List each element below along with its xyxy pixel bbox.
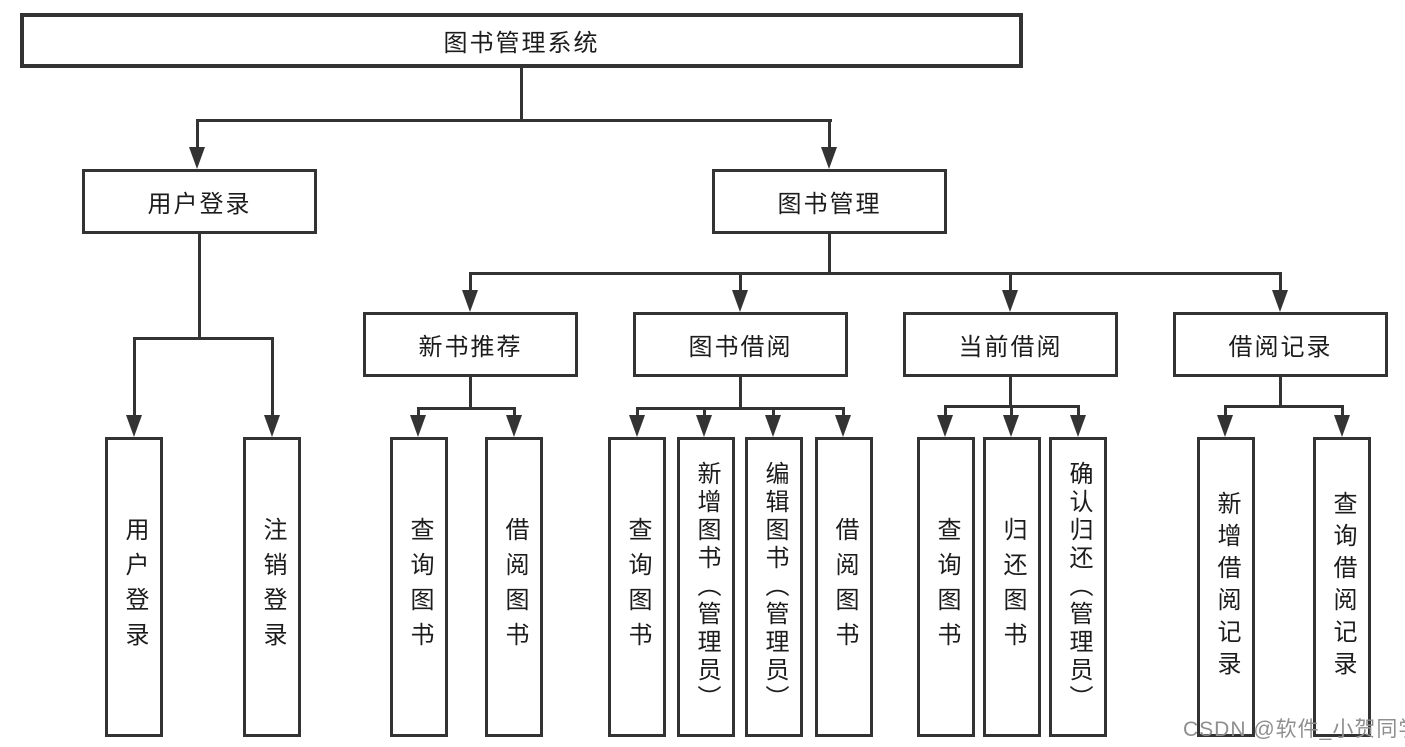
arrow-down-icon [410,415,426,437]
leaf-box-edit-books-admin: 编辑图书（管理员） [745,437,803,737]
leaf-label-query-borrow-record: 查询借阅记录 [1329,491,1356,683]
arrow-down-icon [1002,290,1018,312]
connector-line [739,272,742,294]
leaf-label-add-borrow-record: 新增借阅记录 [1213,491,1240,683]
arrow-down-icon [835,415,851,437]
connector-line [1224,405,1343,408]
arrow-down-icon [126,415,142,437]
connector-line [1279,377,1282,407]
connector-line [469,377,472,409]
leaf-label-borrow-books: 借阅图书 [831,517,858,657]
leaf-label-confirm-return-admin: 确认归还（管理员） [1065,461,1092,713]
leaf-label-borrow-books-recommend: 借阅图书 [501,517,528,657]
node-box-current-borrow: 当前借阅 [903,312,1118,377]
connector-line [944,405,947,419]
node-label-book-borrow: 图书借阅 [688,334,793,361]
leaf-box-borrow-books-recommend: 借阅图书 [485,437,543,737]
connector-line [772,407,775,419]
arrow-down-icon [506,415,522,437]
arrow-down-icon [937,415,953,437]
connector-line [469,272,472,294]
node-box-user-login: 用户登录 [82,169,317,234]
leaf-box-user-login: 用户登录 [105,437,163,737]
connector-line [1341,405,1344,419]
connector-line [520,66,523,121]
connector-line [828,234,831,275]
leaf-label-query-books-borrow: 查询图书 [624,517,651,657]
leaf-box-query-books-current: 查询图书 [917,437,975,737]
arrow-down-icon [189,147,205,169]
connector-line [196,119,199,150]
leaf-label-user-login: 用户登录 [121,517,148,657]
leaf-box-confirm-return-admin: 确认归还（管理员） [1049,437,1107,737]
connector-line [636,407,639,419]
connector-line [133,337,274,340]
node-label-user-login: 用户登录 [147,191,252,218]
node-box-borrow-records: 借阅记录 [1173,312,1388,377]
leaf-box-add-borrow-record: 新增借阅记录 [1197,437,1255,737]
arrow-down-icon [462,290,478,312]
connector-line [513,407,516,419]
node-label-root: 图书管理系统 [443,30,600,57]
leaf-box-borrow-books: 借阅图书 [815,437,873,737]
node-label-book-management: 图书管理 [777,191,882,218]
connector-line [842,407,845,419]
connector-line [703,407,706,419]
leaf-label-query-books-current: 查询图书 [933,517,960,657]
connector-line [271,337,274,419]
connector-line [196,119,832,122]
connector-line [417,407,516,410]
leaf-label-logout: 注销登录 [259,517,286,657]
leaf-box-add-books-admin: 新增图书（管理员） [677,437,735,737]
leaf-label-query-books-recommend: 查询图书 [406,517,433,657]
connector-line [1279,272,1282,294]
arrow-down-icon [1003,415,1019,437]
node-box-book-management: 图书管理 [712,169,947,234]
connector-line [417,407,420,419]
leaf-box-query-books-recommend: 查询图书 [390,437,448,737]
connector-line [469,272,1282,275]
leaf-box-query-borrow-record: 查询借阅记录 [1313,437,1371,737]
node-box-root: 图书管理系统 [20,13,1023,68]
arrow-down-icon [1070,415,1086,437]
leaf-box-return-books: 归还图书 [983,437,1041,737]
connector-line [1009,377,1012,407]
arrow-down-icon [1217,415,1233,437]
arrow-down-icon [765,415,781,437]
connector-line [1224,405,1227,419]
leaf-box-logout: 注销登录 [243,437,301,737]
connector-line [1009,272,1012,294]
node-box-book-borrow: 图书借阅 [633,312,848,377]
arrow-down-icon [1334,415,1350,437]
node-label-current-borrow: 当前借阅 [958,334,1063,361]
connector-line [1077,405,1080,419]
connector-line [828,119,831,150]
connector-line [1010,405,1013,419]
connector-line [636,407,845,410]
leaf-label-edit-books-admin: 编辑图书（管理员） [761,461,788,713]
connector-line [133,337,136,419]
arrow-down-icon [629,415,645,437]
leaf-label-add-books-admin: 新增图书（管理员） [693,461,720,713]
arrow-down-icon [821,147,837,169]
arrow-down-icon [264,415,280,437]
node-box-new-book-recommend: 新书推荐 [363,312,578,377]
node-label-borrow-records: 借阅记录 [1228,334,1333,361]
leaf-box-query-books-borrow: 查询图书 [608,437,666,737]
connector-line [739,377,742,409]
arrow-down-icon [696,415,712,437]
csdn-watermark: CSDN @软件_小贺同学 [1183,718,1405,741]
arrow-down-icon [732,290,748,312]
connector-line [198,234,201,340]
node-label-new-book-recommend: 新书推荐 [418,334,523,361]
arrow-down-icon [1272,290,1288,312]
leaf-label-return-books: 归还图书 [999,517,1026,657]
